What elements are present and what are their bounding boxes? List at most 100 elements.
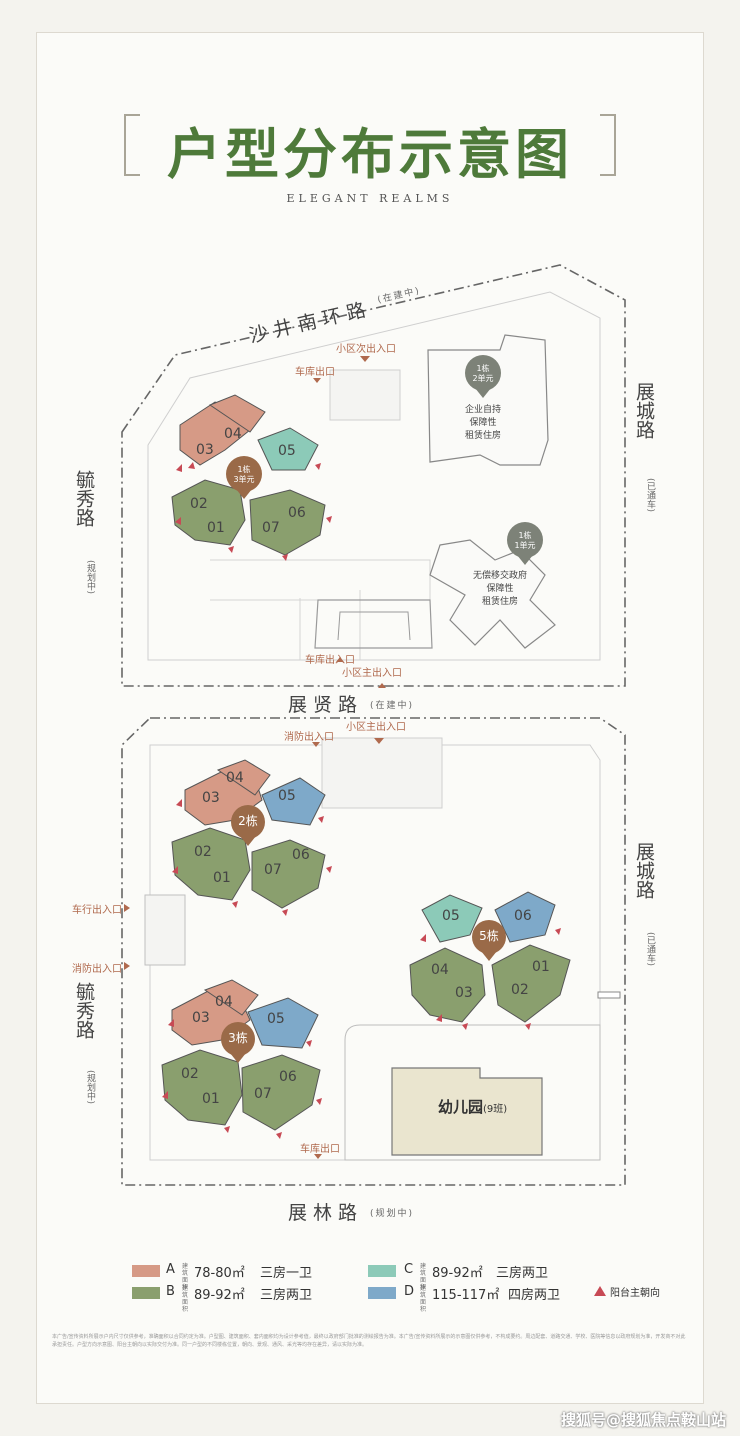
balcony-legend-icon (594, 1286, 606, 1296)
unit-label-2-06: 06 (292, 847, 310, 863)
unit-label-5-03: 03 (455, 985, 473, 1001)
marker-5-label: 5栋 (479, 929, 499, 943)
road-east-bottom-note: (已通车) (645, 932, 655, 967)
entrance-top-main: 小区主出入口 (342, 668, 402, 679)
road-middle: 展贤路 (288, 694, 364, 716)
legend-swatch-a (132, 1265, 160, 1277)
unit-label-5-01: 01 (532, 959, 550, 975)
legend-code-b: B (166, 1284, 175, 1299)
entrance-arrows (124, 356, 386, 1159)
building-3-units (161, 979, 321, 1131)
road-west-top-note: (规划中) (85, 560, 95, 595)
legend-type-c: 三房两卫 (496, 1266, 549, 1281)
unit-label-1-3-02: 02 (190, 496, 208, 512)
title-bracket-right (600, 114, 616, 176)
unit-label-2-05: 05 (278, 788, 296, 804)
kindergarten-building (391, 1067, 543, 1156)
legend-arealabel-d: 建筑 面积 (420, 1285, 427, 1313)
marker-building-1-3 (226, 456, 262, 499)
unit-label-3-06: 06 (279, 1069, 297, 1085)
building-1-2-outline (427, 334, 549, 466)
legend-arealabel-c: 建筑 面积 (420, 1263, 427, 1291)
legend-type-a: 三房一卫 (260, 1266, 313, 1281)
marker-building-3 (221, 1022, 255, 1063)
kindergarten-label: 幼儿园(9班) (438, 1098, 508, 1116)
legend-arealabel-a: 建筑 面积 (182, 1263, 189, 1291)
unit-label-1-3-06: 06 (288, 505, 306, 521)
legend-type-d: 四房两卫 (508, 1288, 561, 1303)
unit-label-5-06: 06 (514, 908, 532, 924)
road-west-top: 毓秀路 (73, 470, 95, 527)
legend-swatch-b (132, 1287, 160, 1299)
road-west-bottom: 毓秀路 (73, 982, 95, 1039)
unit-label-5-04: 04 (431, 962, 449, 978)
unit-label-1-3-07: 07 (262, 520, 280, 536)
marker-building-2 (231, 805, 265, 846)
building-5-units (409, 891, 571, 1023)
road-east-bottom: 展城路 (633, 842, 655, 899)
marker-2-label: 2栋 (238, 814, 258, 828)
legend-area-d: 115-117㎡ (432, 1288, 500, 1303)
entrance-top-secondary: 小区次出入口 (336, 344, 396, 355)
road-east-top-note: (已通车) (645, 478, 655, 513)
unit-label-3-07: 07 (254, 1086, 272, 1102)
entrance-bottom-fire-top: 消防出入口 (284, 732, 334, 743)
watermark: 搜狐号@搜狐焦点鞍山站 (560, 1411, 726, 1429)
legend-arealabel-b: 建筑 面积 (182, 1285, 189, 1313)
entrance-bottom-main: 小区主出入口 (346, 722, 406, 733)
entrance-top-garage-entry: 车库出入口 (305, 655, 355, 666)
unit-label-2-04: 04 (226, 770, 244, 786)
unit-label-3-03: 03 (192, 1010, 210, 1026)
unit-label-2-03: 03 (202, 790, 220, 806)
building-1-1-outline (429, 539, 556, 649)
marker-building-1-2 (465, 355, 501, 398)
unit-label-5-05: 05 (442, 908, 460, 924)
legend-type-b: 三房两卫 (260, 1288, 313, 1303)
disclaimer-text: 本广告/宣传资料所展示户内尺寸仅供参考，准确面积以合同约定为准。户型图、建筑面积… (52, 1334, 686, 1348)
legend-balcony-label: 阳台主朝向 (610, 1288, 660, 1299)
road-east-top: 展城路 (633, 382, 655, 439)
bottom-site-boundary (121, 717, 626, 1186)
building-1-2-desc: 企业自持保障性租赁住房 (464, 405, 501, 441)
legend-code-d: D (404, 1284, 415, 1299)
unit-label-2-02: 02 (194, 844, 212, 860)
legend-code-c: C (404, 1262, 414, 1277)
top-site-boundary (121, 264, 626, 687)
entrance-bottom-garage: 车库出口 (300, 1144, 340, 1155)
unit-label-3-01: 01 (202, 1091, 220, 1107)
road-south: 展林路 (288, 1202, 364, 1224)
unit-label-1-3-03: 03 (196, 442, 214, 458)
unit-label-1-3-01: 01 (207, 520, 225, 536)
marker-building-5 (472, 920, 506, 961)
legend-code-a: A (166, 1262, 175, 1277)
building-1-1-desc: 无偿移交政府保障性租赁住房 (472, 571, 527, 607)
building-2-units (171, 759, 326, 909)
entrance-bottom-fire-left: 消防出入口 (72, 964, 122, 975)
marker-building-1-1 (507, 522, 543, 565)
legend-swatch-c (368, 1265, 396, 1277)
page-title: 户型分布示意图 (167, 122, 573, 186)
top-site-inner (147, 291, 601, 661)
building-1-3-units (171, 394, 326, 556)
road-middle-note: (在建中) (370, 701, 415, 711)
legend-area-c: 89-92㎡ (432, 1266, 483, 1281)
marker-3-label: 3栋 (228, 1031, 248, 1045)
unit-label-2-07: 07 (264, 862, 282, 878)
unit-label-3-04: 04 (215, 994, 233, 1010)
unit-label-1-3-05: 05 (278, 443, 296, 459)
road-west-bottom-note: (规划中) (85, 1070, 95, 1105)
legend-area-b: 89-92㎡ (194, 1288, 245, 1303)
balcony-markers (162, 462, 561, 1139)
road-south-note: (规划中) (370, 1209, 415, 1219)
unit-label-2-01: 01 (213, 870, 231, 886)
unit-label-5-02: 02 (511, 982, 529, 998)
entrance-top-garage: 车库出口 (295, 367, 335, 378)
unit-label-1-3-04: 04 (224, 426, 242, 442)
unit-label-3-05: 05 (267, 1011, 285, 1027)
legend-area-a: 78-80㎡ (194, 1266, 245, 1281)
title-bracket-left (124, 114, 140, 176)
